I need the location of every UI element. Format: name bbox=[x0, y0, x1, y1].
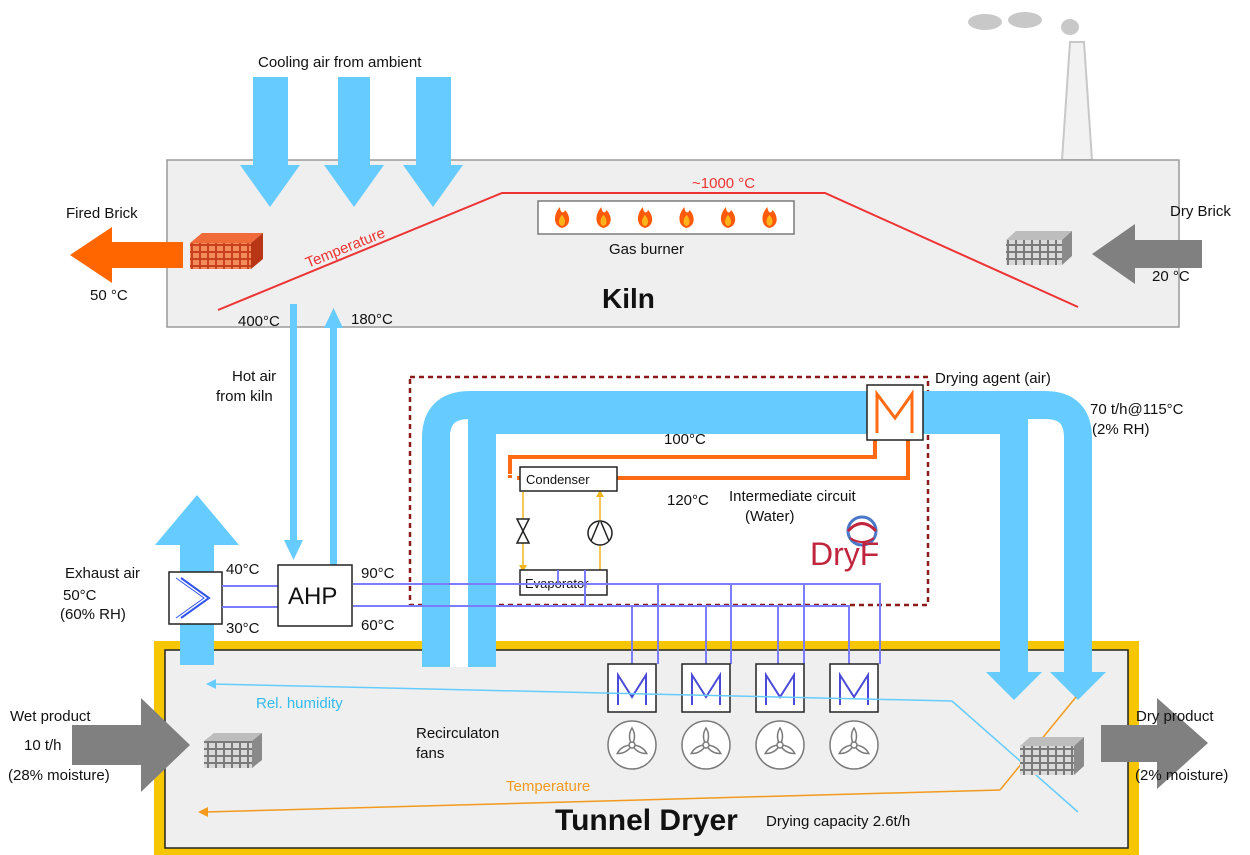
circuit-label-line2: (Water) bbox=[745, 508, 794, 525]
cooling-air-arrow bbox=[324, 77, 384, 207]
fan-heat-exchanger bbox=[607, 663, 657, 713]
recirculation-fans bbox=[607, 663, 879, 770]
flame-icon bbox=[720, 207, 736, 228]
fan-icon bbox=[829, 720, 879, 770]
fan-icon bbox=[755, 720, 805, 770]
kiln-temperature-curve bbox=[217, 192, 1079, 311]
dry-brick-temp: 20 °C bbox=[1152, 268, 1190, 285]
dryf-logo bbox=[846, 515, 878, 547]
exhaust-heat-exchanger bbox=[168, 571, 223, 625]
recirculation-fans-label-line1: Recirculaton bbox=[416, 725, 499, 742]
condenser-label: Condenser bbox=[526, 472, 590, 487]
circuit-label-line1: Intermediate circuit bbox=[729, 488, 857, 505]
fan-icon bbox=[681, 720, 731, 770]
dryer-humidity-curve bbox=[206, 679, 1079, 813]
flame-icon bbox=[637, 207, 653, 228]
cooling-air-arrow bbox=[403, 77, 463, 207]
flame-icon bbox=[762, 207, 777, 228]
drying-agent-label: Drying agent (air) bbox=[935, 370, 1051, 387]
chimney bbox=[968, 12, 1094, 161]
ahp-label: AHP bbox=[288, 583, 337, 610]
gas-burner-label: Gas burner bbox=[609, 241, 684, 258]
fired-brick-temp: 50 °C bbox=[90, 287, 128, 304]
drying-air-duct bbox=[422, 391, 1106, 700]
gas-burner-flames bbox=[554, 207, 777, 228]
exhaust-air-rh: (60% RH) bbox=[60, 606, 126, 623]
dryer-title: Tunnel Dryer bbox=[555, 804, 738, 837]
exhaust-air-temp: 50°C bbox=[63, 587, 97, 604]
kiln-peak-temperature: ~1000 °C bbox=[692, 175, 755, 192]
fan-heat-exchanger bbox=[681, 663, 731, 713]
relative-humidity-label: Rel. humidity bbox=[256, 695, 343, 712]
hot-air-label-line1: Hot air bbox=[232, 368, 276, 385]
wet-product-rate: 10 t/h bbox=[24, 737, 62, 754]
expansion-valve-icon bbox=[515, 518, 531, 544]
fired-brick-arrow bbox=[70, 227, 183, 283]
air-heater bbox=[866, 384, 924, 441]
flame-icon bbox=[679, 207, 694, 228]
wet-product-arrow bbox=[72, 698, 190, 792]
ahp-in-hot-temp: 40°C bbox=[226, 561, 260, 578]
flame-icon bbox=[554, 207, 570, 228]
dry-product-brick-icon bbox=[1020, 737, 1084, 775]
dry-air-arrow-head bbox=[986, 672, 1042, 700]
kiln-title: Kiln bbox=[602, 283, 655, 314]
smoke-puff-icon bbox=[968, 14, 1002, 30]
fan-icon bbox=[607, 720, 657, 770]
cooling-air-arrow bbox=[240, 77, 300, 207]
wet-product-moisture: (28% moisture) bbox=[8, 767, 110, 784]
condenser-box bbox=[519, 466, 618, 492]
dryf-logo-text: DryF bbox=[810, 536, 879, 572]
return-air-up-arrow bbox=[324, 308, 343, 585]
fan-heat-exchanger bbox=[829, 663, 879, 713]
kiln-return-air-temp: 180°C bbox=[351, 311, 393, 328]
wet-product-label: Wet product bbox=[10, 708, 91, 725]
dry-product-arrow bbox=[1101, 698, 1208, 789]
hot-air-label-line2: from kiln bbox=[216, 388, 273, 405]
flame-icon bbox=[596, 207, 611, 228]
wet-brick-icon bbox=[204, 733, 262, 768]
exhaust-air-label: Exhaust air bbox=[65, 565, 140, 582]
drying-agent-flow: 70 t/h@115°C bbox=[1090, 401, 1184, 418]
fan-heat-exchanger bbox=[755, 663, 805, 713]
dry-air-arrow-head bbox=[1050, 672, 1106, 700]
kiln-hot-air-temp: 400°C bbox=[238, 313, 280, 330]
drying-agent-rh: (2% RH) bbox=[1092, 421, 1150, 438]
ahp-in-cold-temp: 30°C bbox=[226, 620, 260, 637]
fired-brick-icon bbox=[190, 233, 263, 269]
recirculation-fans-label-line2: fans bbox=[416, 745, 444, 762]
smoke-puff-icon bbox=[1061, 19, 1079, 35]
water-circuit-bottom-temp: 120°C bbox=[667, 492, 709, 509]
dry-brick-arrow bbox=[1092, 224, 1202, 284]
dry-product-label: Dry product bbox=[1136, 708, 1214, 725]
water-circuit-top-temp: 100°C bbox=[664, 431, 706, 448]
ahp-box bbox=[277, 564, 353, 627]
cooling-air-arrows bbox=[240, 77, 463, 207]
drying-capacity-label: Drying capacity 2.6t/h bbox=[766, 813, 910, 830]
dry-brick-icon bbox=[1006, 231, 1072, 265]
fired-brick-label: Fired Brick bbox=[66, 205, 138, 222]
ahp-piping bbox=[222, 570, 881, 664]
cooling-air-label: Cooling air from ambient bbox=[258, 54, 422, 71]
smoke-puff-icon bbox=[1008, 12, 1042, 28]
heat-pump-boundary bbox=[408, 375, 930, 607]
dryer-temperature-label: Temperature bbox=[506, 778, 590, 795]
ahp-out-hot-temp: 90°C bbox=[361, 565, 395, 582]
dry-brick-label: Dry Brick bbox=[1170, 203, 1231, 220]
compressor-icon bbox=[587, 520, 613, 546]
dry-product-moisture: (2% moisture) bbox=[1135, 767, 1228, 784]
evaporator-box bbox=[519, 569, 608, 596]
ahp-out-cold-temp: 60°C bbox=[361, 617, 395, 634]
hot-air-down-arrow bbox=[284, 304, 303, 560]
gas-burner-box bbox=[537, 200, 795, 235]
